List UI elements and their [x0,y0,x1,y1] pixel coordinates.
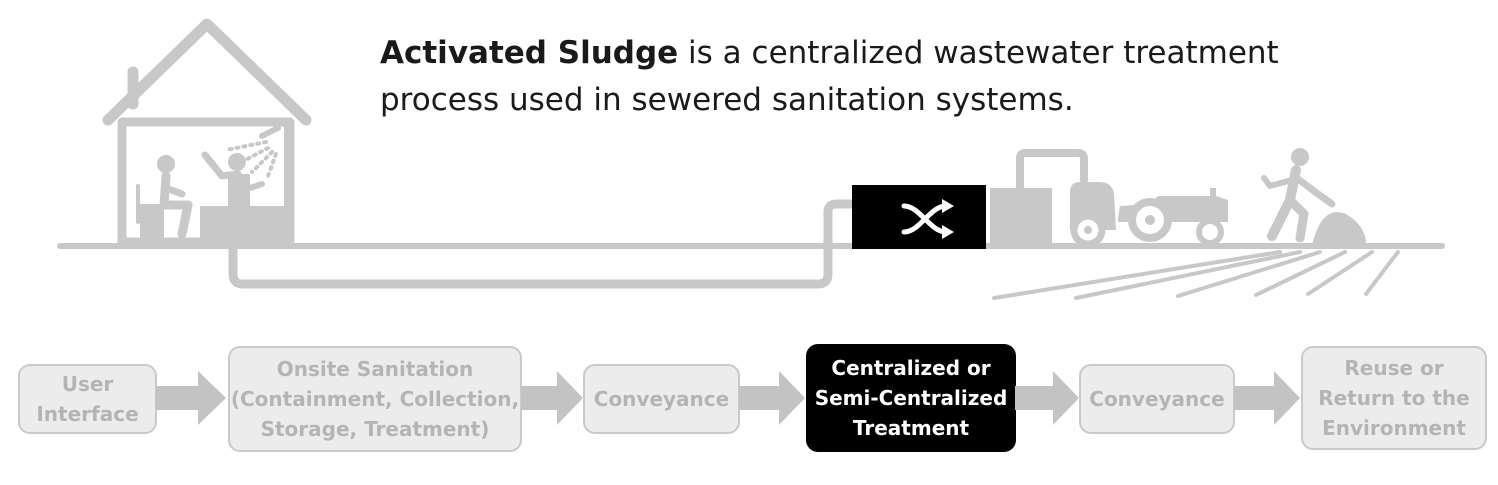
headline-line-2: process used in sewered sanitation syste… [380,82,1074,118]
step-label-line: Conveyance [1089,387,1225,411]
headline-bold: Activated Sludge [380,35,679,71]
step-label-line: Return to the [1318,386,1470,410]
step-conveyance-1: Conveyance [583,364,740,434]
headline-rest: is a centralized wastewater treatment [678,35,1279,71]
tanker-truck-icon [990,149,1116,248]
treatment-plant-icon [852,185,986,249]
headline: Activated Sludge is a centralized wastew… [380,30,1280,124]
flow-arrow-icon [156,371,226,425]
step-label-line: Reuse or [1344,356,1444,380]
step-label-line: Interface [36,402,139,426]
flow-arrow-icon [739,371,805,425]
sewer-pipe-icon [228,199,857,289]
flow-arrow-icon [521,371,583,425]
step-label-line: (Containment, Collection, [230,387,520,411]
step-label-line: User [61,372,114,396]
step-label-line: Environment [1322,416,1466,440]
flow-arrow-icon [1234,371,1300,425]
step-conveyance-2: Conveyance [1079,364,1235,434]
step-label-line: Centralized or [831,356,991,380]
flow-arrow-icon [1015,371,1079,425]
farmer-icon [1261,148,1366,244]
step-label-line: Storage, Treatment) [260,417,490,441]
headline-line-1: Activated Sludge is a centralized wastew… [380,30,1280,77]
step-label-line: Semi-Centralized [814,386,1008,410]
step-label-line: Conveyance [593,387,730,411]
shower-user-icon [200,120,292,240]
toilet-user-icon [136,155,193,239]
tractor-icon [1118,188,1228,246]
step-onsite-sanitation: Onsite Sanitation (Containment, Collectio… [228,346,522,452]
step-label-line: Onsite Sanitation [276,357,474,381]
step-label-line: Treatment [852,416,970,440]
shuffle-icon [901,199,954,239]
field-furrows-icon [992,250,1400,300]
